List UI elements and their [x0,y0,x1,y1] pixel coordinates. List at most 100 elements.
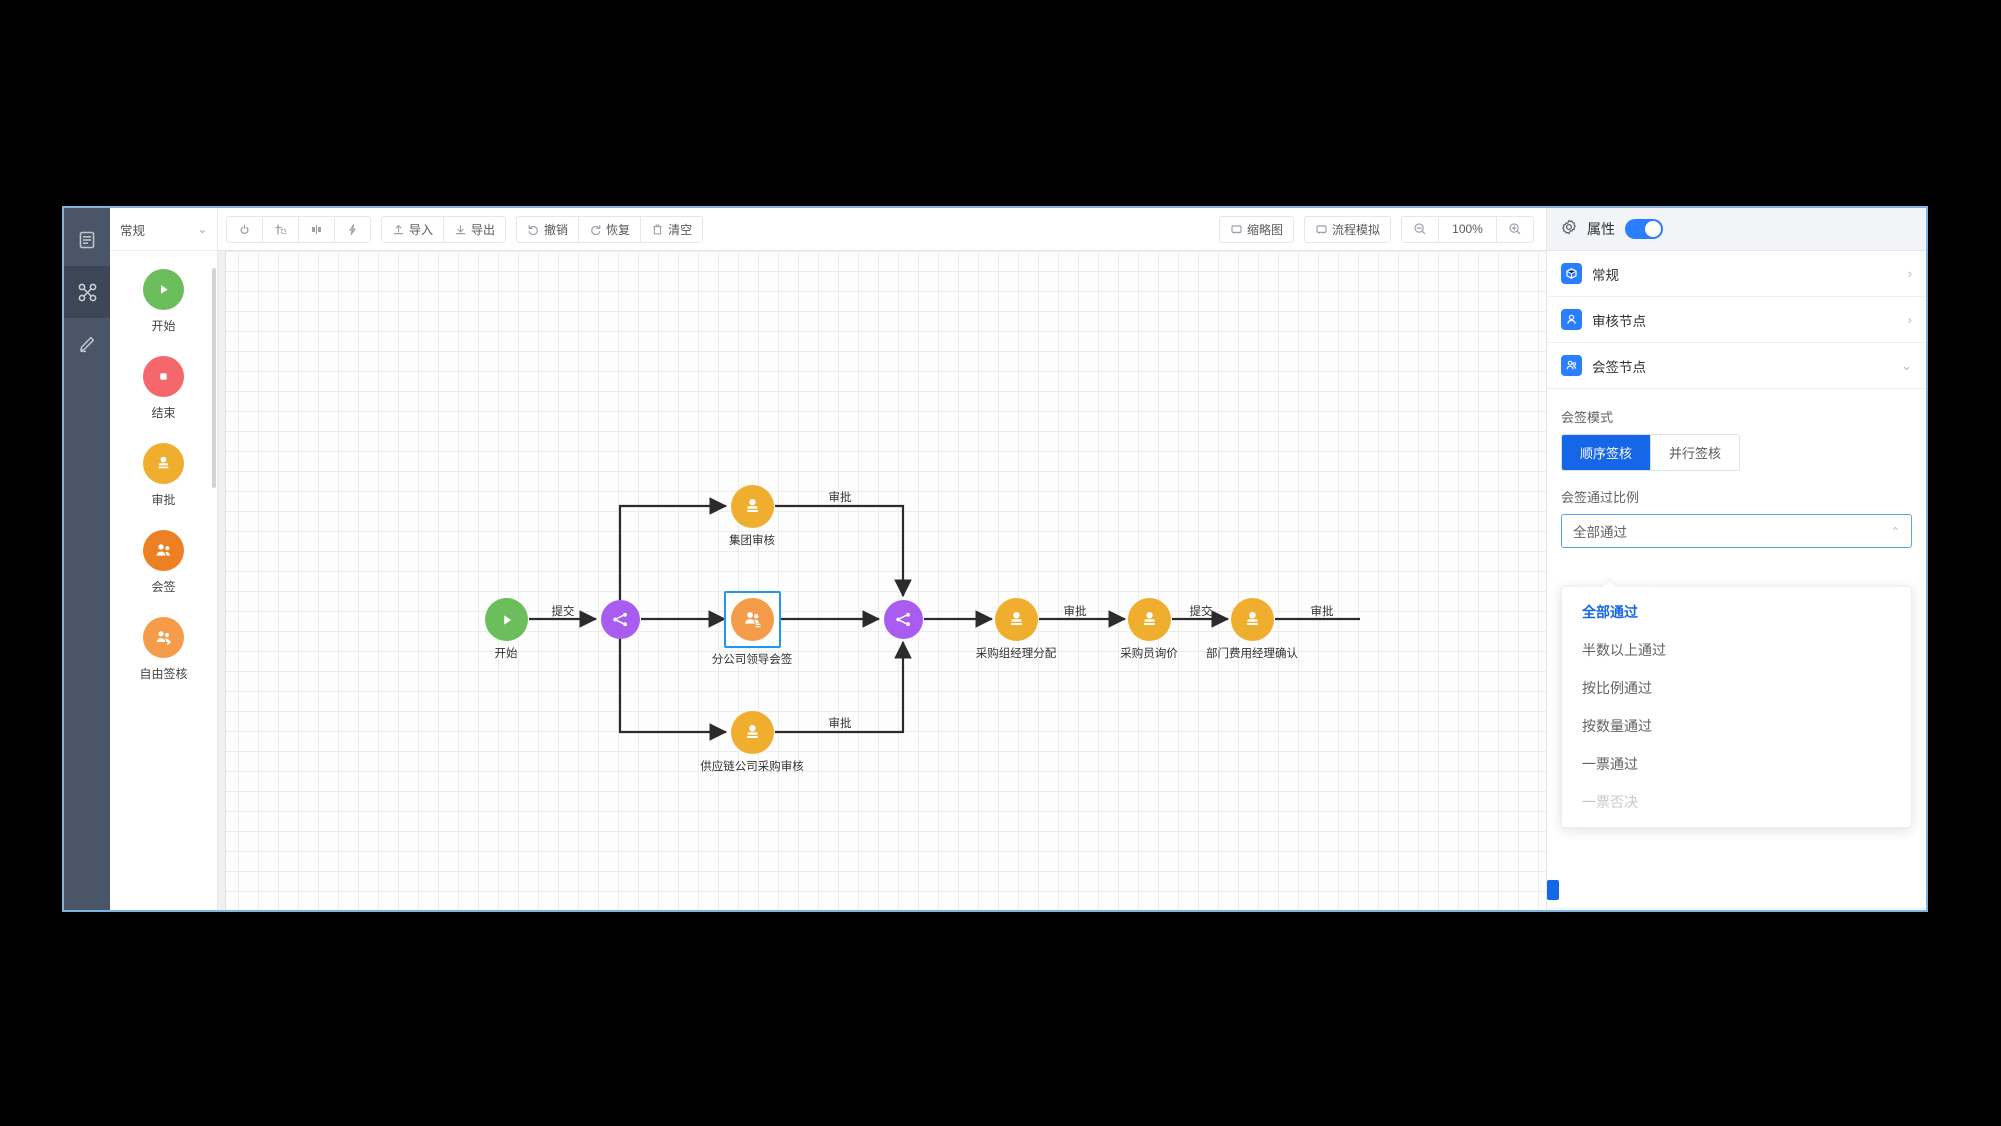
properties-toggle[interactable] [1625,219,1663,239]
flow-node-gateway-2[interactable] [884,600,923,639]
clear-label: 清空 [668,222,693,237]
palette-group-header[interactable]: 常规 ⌄ [110,208,217,251]
toolbar-group-io: 导入 导出 [381,215,507,243]
palette-label: 开始 [151,319,176,333]
palette-label: 审批 [151,493,176,507]
cosign-mode-parallel[interactable]: 并行签核 [1651,435,1740,470]
flow-canvas[interactable]: 开始 集团审核 分公司领导会签 供应链公司采购审核 采购组经理分 [218,251,1546,910]
stamp-icon [747,499,758,512]
toolbar-group-history: 撤销 恢复 清空 [516,215,704,243]
export-button[interactable]: 导出 [444,217,505,242]
user-icon [1561,309,1582,330]
nodes-icon[interactable] [64,266,110,318]
prop-section-cosign-node[interactable]: 会签节点 ⌄ [1547,343,1926,389]
branch-icon [613,612,627,627]
prop-section-label: 会签节点 [1592,359,1646,375]
palette-item-end[interactable]: 结束 [110,356,217,421]
toolbar-group-simulate: 流程模拟 [1303,215,1391,243]
zoom-value[interactable]: 100% [1439,216,1497,242]
hidden-row-divider [1547,908,1926,909]
chevron-right-icon: › [1907,266,1912,281]
import-button[interactable]: 导入 [382,216,445,242]
cosign-ratio-label: 会签通过比例 [1561,490,1640,505]
canvas-left-gutter [218,251,226,910]
gear-icon [1561,219,1577,240]
align-center-icon[interactable] [299,216,335,242]
flow-node-supply-review[interactable] [731,711,774,754]
hidden-row-marker [1547,880,1559,900]
cosign-ratio-select[interactable]: 全部通过 ⌃ [1561,514,1912,548]
flow-node-group-review[interactable] [731,485,774,528]
lightning-icon[interactable] [335,217,370,242]
palette-item-start[interactable]: 开始 [110,269,217,334]
dropdown-option-one-veto[interactable]: 一票否决 [1582,794,1638,810]
users-icon [1561,355,1582,376]
box-icon [1561,263,1582,284]
palette-label: 自由签核 [139,667,188,681]
undo-label: 撤销 [544,222,569,237]
cosign-settings-body: 会签模式 顺序签核 并行签核 会签通过比例 全部通过 ⌃ [1547,389,1926,548]
zoom-in-icon[interactable] [1497,217,1533,242]
clear-button[interactable]: 清空 [641,217,702,242]
prop-section-general[interactable]: 常规 › [1547,251,1926,297]
undo-button[interactable]: 撤销 [517,216,580,242]
simulate-button[interactable]: 流程模拟 [1305,217,1390,242]
toolbar-group-zoom: 100% [1401,215,1534,243]
node-palette: 常规 ⌄ 开始 结束 审批 [110,208,218,910]
cosign-ratio-dropdown: 全部通过 半数以上通过 按比例通过 按数量通过 一票通过 一票否决 [1561,586,1912,828]
cosign-mode-label: 会签模式 [1561,410,1614,425]
properties-panel: 属性 常规 › 审核节点 › 会签节点 ⌄ 会 [1546,208,1926,910]
toolbar-group-thumbnail: 缩略图 [1218,215,1294,243]
thumbnail-button[interactable]: 缩略图 [1220,217,1293,242]
dropdown-option-one-pass[interactable]: 一票通过 [1582,756,1638,772]
flow-edges [529,497,1360,741]
pen-icon[interactable] [64,318,110,370]
cosign-group-icon [745,612,761,628]
simulate-label: 流程模拟 [1331,222,1380,237]
prop-section-label: 常规 [1592,267,1619,283]
chevron-down-icon: ⌄ [197,223,207,236]
palette-scrollbar[interactable] [212,268,216,488]
canvas-toolbar: 导入 导出 撤销 恢复 清空 [218,208,1546,251]
document-icon[interactable] [64,214,110,266]
chevron-right-icon: › [1907,312,1912,327]
cosign-mode-segmented: 顺序签核 并行签核 [1561,434,1741,471]
palette-item-free-sign[interactable]: 自由签核 [110,617,217,682]
palette-item-cosign[interactable]: 会签 [110,530,217,595]
flow-node-buyer-quote[interactable] [1128,598,1171,641]
palette-item-approve[interactable]: 审批 [110,443,217,508]
redo-label: 恢复 [606,222,631,237]
workflow-designer-window: 常规 ⌄ 开始 结束 审批 [62,206,1928,912]
align-node-icon[interactable] [263,216,299,242]
dropdown-option-majority[interactable]: 半数以上通过 [1582,642,1666,658]
flow-node-start[interactable] [485,598,528,641]
thumbnail-label: 缩略图 [1246,222,1283,237]
canvas-column: 导入 导出 撤销 恢复 清空 [218,208,1546,910]
dropdown-option-by-count[interactable]: 按数量通过 [1582,718,1652,734]
chevron-up-icon: ⌃ [1890,525,1900,538]
chevron-down-icon: ⌄ [1901,357,1912,373]
flow-node-dept-manager[interactable] [1231,598,1274,641]
cosign-ratio-value: 全部通过 [1573,525,1627,540]
dropdown-option-all-pass[interactable]: 全部通过 [1582,604,1638,620]
stamp-icon [1247,612,1258,625]
properties-title: 属性 [1587,221,1615,237]
left-icon-rail [64,208,110,910]
undo-arrow-icon[interactable] [227,216,263,242]
prop-section-review-node[interactable]: 审核节点 › [1547,297,1926,343]
import-label: 导入 [409,222,434,237]
redo-button[interactable]: 恢复 [579,216,642,242]
group-icon [143,530,184,571]
stop-icon [143,356,184,397]
flow-node-purchase-manager[interactable] [995,598,1038,641]
flow-node-gateway-1[interactable] [601,600,640,639]
stamp-icon [1144,612,1155,625]
properties-header: 属性 [1547,208,1926,251]
branch-icon [896,612,910,627]
dropdown-option-by-ratio[interactable]: 按比例通过 [1582,680,1652,696]
stamp-icon [143,443,184,484]
export-label: 导出 [471,222,496,237]
cosign-mode-sequential[interactable]: 顺序签核 [1562,435,1652,470]
zoom-out-icon[interactable] [1402,216,1439,242]
flow-node-branch-cosign[interactable] [731,598,774,641]
